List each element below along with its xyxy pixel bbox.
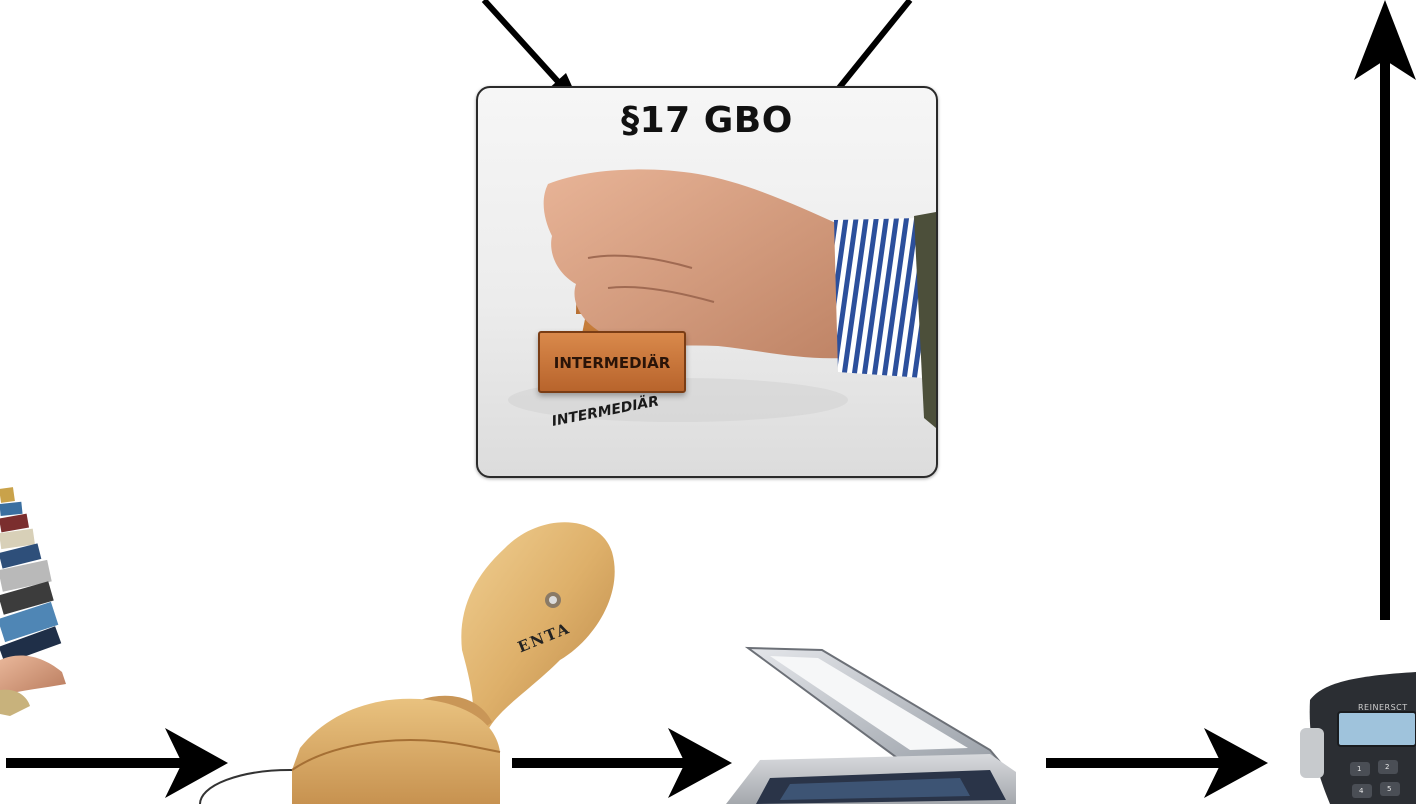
arrow-stamp-to-scanner <box>512 728 732 798</box>
keypad-key: 1 <box>1357 765 1361 773</box>
card-reader-icon <box>1300 672 1416 804</box>
arrow-scanner-to-reader <box>1046 728 1268 798</box>
gbo-intermediary-panel: §17 GBO INTERMEDIÄR <box>476 86 938 478</box>
flatbed-scanner-icon <box>726 648 1016 804</box>
arrow-up-right <box>1354 0 1416 620</box>
hand-holding-stamp-icon <box>478 88 936 476</box>
arrow-books-to-stamp <box>6 728 228 798</box>
keypad-key: 4 <box>1359 787 1363 795</box>
keypad-key: 2 <box>1385 763 1389 771</box>
device-brand-label: REINERSCT <box>1358 703 1408 712</box>
stack-of-books-icon <box>0 487 66 716</box>
stamp-face-label: INTERMEDIÄR <box>538 354 686 372</box>
keypad-key: 5 <box>1387 785 1391 793</box>
